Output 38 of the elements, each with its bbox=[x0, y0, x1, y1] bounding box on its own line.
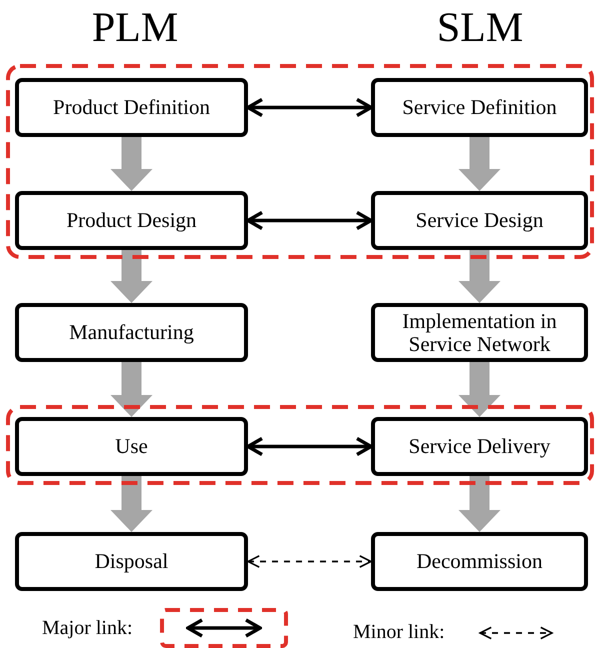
double-arrow bbox=[246, 210, 373, 230]
process-box bbox=[371, 417, 588, 476]
dashed-group-outline bbox=[6, 405, 594, 485]
column-heading: PLM bbox=[90, 4, 180, 52]
block-arrow bbox=[458, 250, 500, 303]
process-box bbox=[15, 532, 248, 591]
process-box bbox=[371, 303, 588, 362]
block-arrow bbox=[110, 362, 152, 417]
block-arrow bbox=[458, 476, 500, 532]
legend-label: Minor link: bbox=[353, 620, 445, 644]
process-box bbox=[15, 303, 248, 362]
box-label: Product Definition bbox=[53, 96, 210, 119]
dashed-double-arrow bbox=[247, 555, 372, 568]
block-arrow bbox=[458, 362, 500, 417]
box-label: Implementation in Service Network bbox=[401, 310, 558, 356]
double-arrow bbox=[246, 98, 373, 118]
column-heading: SLM bbox=[436, 4, 524, 52]
box-label: Manufacturing bbox=[69, 321, 194, 344]
box-label: Use bbox=[115, 435, 148, 458]
process-box bbox=[371, 78, 588, 137]
box-label: Service Definition bbox=[402, 96, 557, 119]
box-label: Product Design bbox=[66, 209, 197, 232]
block-arrow bbox=[458, 137, 500, 191]
process-box bbox=[371, 532, 588, 591]
process-box bbox=[15, 417, 248, 476]
process-box bbox=[15, 78, 248, 137]
box-label: Decommission bbox=[416, 550, 542, 573]
double-arrow bbox=[246, 436, 373, 456]
process-box bbox=[15, 191, 248, 250]
legend-label: Major link: bbox=[42, 616, 133, 640]
box-label: Disposal bbox=[94, 550, 168, 573]
block-arrow bbox=[110, 476, 152, 532]
process-box bbox=[371, 191, 588, 250]
block-arrow bbox=[110, 137, 152, 191]
box-label: Service Delivery bbox=[408, 435, 550, 458]
dashed-group-outline bbox=[6, 64, 594, 259]
box-label: Service Design bbox=[416, 209, 544, 232]
block-arrow bbox=[110, 250, 152, 303]
